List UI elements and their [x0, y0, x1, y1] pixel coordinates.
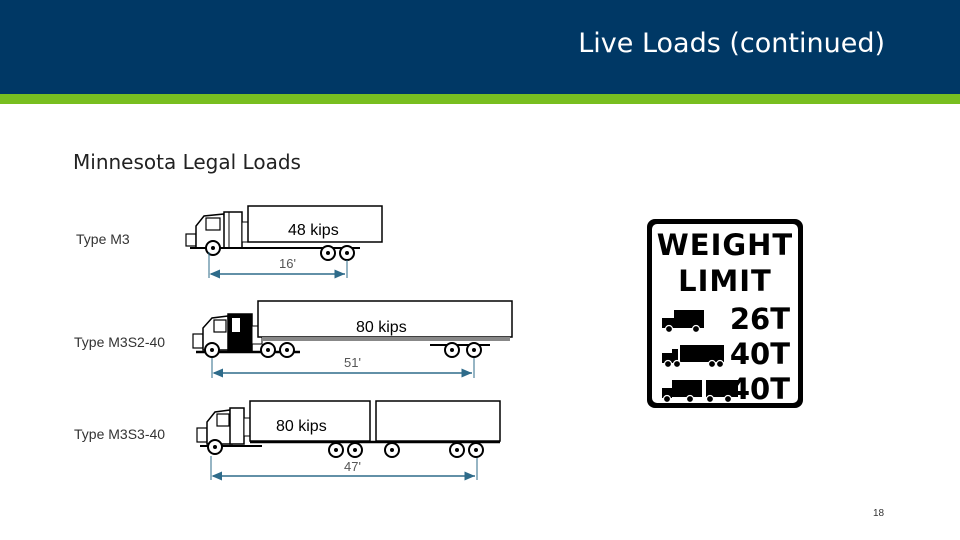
wheel-icon [339, 245, 355, 261]
truck-cab-icon [192, 313, 263, 353]
sign-line-limit: LIMIT [678, 264, 772, 298]
truck-m3s3-40: 80 kips 47' [196, 400, 501, 481]
dimension-label-m3s2-40: 51' [344, 355, 361, 370]
weight-limit-sign: WEIGHT LIMIT 26T 40T [647, 219, 803, 408]
truck-body [247, 205, 383, 243]
wheel-icon [328, 442, 344, 458]
sign-face: WEIGHT LIMIT 26T 40T [652, 224, 798, 406]
sign-line-weight: WEIGHT [656, 228, 794, 262]
wheel-icon [384, 442, 400, 458]
truck-m3s2-40: 80 kips 51' [192, 300, 513, 378]
wheel-icon [449, 442, 465, 458]
sign-value-semi: 40T [729, 337, 790, 371]
vehicle-type-label-m3s3-40: Type M3S3-40 [74, 426, 166, 442]
vehicle-type-label-m3s2-40: Type M3S2-40 [74, 334, 166, 350]
header-bar [0, 0, 960, 94]
sign-value-double: 40T [729, 372, 790, 406]
header-accent-stripe [0, 94, 960, 104]
wheel-icon [204, 342, 220, 358]
sign-row-semi: 40T [660, 337, 790, 371]
truck-cab-icon [196, 407, 251, 445]
load-label-m3s3-40: 80 kips [276, 418, 327, 435]
page-number: 18 [873, 508, 885, 519]
load-label-m3: 48 kips [288, 222, 339, 239]
vehicle-type-label-m3: Type M3 [76, 231, 130, 247]
trailer-body [375, 400, 501, 442]
load-label-m3s2-40: 80 kips [356, 319, 407, 336]
single-truck-icon [662, 310, 704, 332]
truck-m3: 48 kips 16' [185, 205, 383, 279]
dimension-label-m3: 16' [279, 256, 296, 271]
trailer-body [257, 300, 513, 338]
wheel-icon [444, 342, 460, 358]
wheel-icon [320, 245, 336, 261]
semi-truck-icon [662, 345, 725, 367]
wheel-icon [207, 439, 223, 455]
wheel-icon [347, 442, 363, 458]
dimension-label-m3s3-40: 47' [344, 459, 361, 474]
wheel-icon [279, 342, 295, 358]
sign-value-single: 26T [729, 302, 790, 336]
wheel-icon [205, 240, 221, 256]
slide-subtitle: Minnesota Legal Loads [73, 150, 301, 174]
sign-row-double: 40T [660, 372, 790, 406]
wheel-icon [466, 342, 482, 358]
wheel-icon [468, 442, 484, 458]
double-trailer-truck-icon [662, 380, 738, 402]
slide-title: Live Loads (continued) [578, 28, 885, 59]
sign-row-single: 26T [660, 302, 790, 336]
wheel-icon [260, 342, 276, 358]
